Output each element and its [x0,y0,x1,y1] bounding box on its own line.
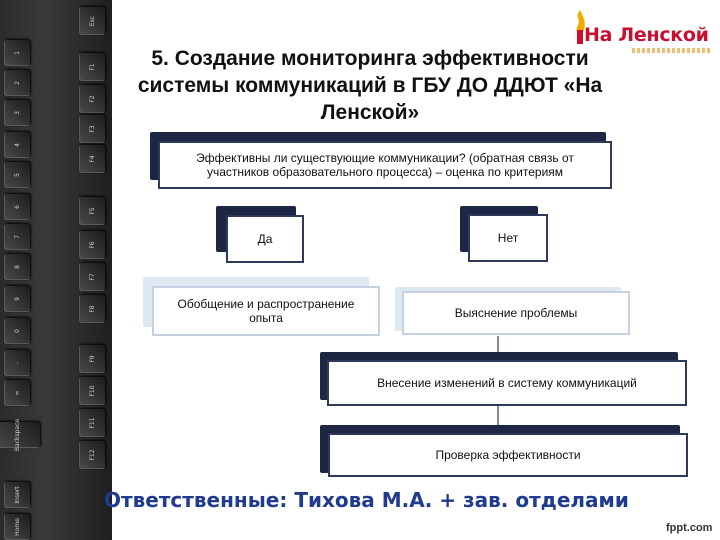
slide-title: 5. Создание мониторинга эффективности си… [137,47,603,124]
keyboard-key: F7 [79,263,105,291]
keyboard-key: Home [4,514,30,540]
keyboard-key: F1 [79,53,105,81]
keyboard-key: F12 [79,441,105,469]
yes-box: Да [226,215,304,263]
check-box: Проверка эффективности [328,433,688,477]
keyboard-key: 6 [4,194,30,220]
keyboard-key: 9 [4,286,30,312]
keyboard-key: F4 [79,145,105,173]
keyboard-key: 4 [4,132,30,158]
keyboard-key: 2 [4,70,30,96]
logo-text: На Ленской [584,24,709,46]
keyboard-key: F9 [79,345,105,373]
flame-icon [576,10,585,44]
logo: На Ленской [572,10,718,56]
keyboard-key: F6 [79,231,105,259]
connector-line [497,336,499,360]
keyboard-key: Esc [79,7,105,35]
keyboard-key: Insert [4,482,30,508]
keyboard-key: 7 [4,224,30,250]
no-box: Нет [468,214,548,262]
change-box: Внесение изменений в систему коммуникаци… [327,360,687,406]
keyboard-key: 1 [4,40,30,66]
keyboard-background: Esc 1 F1 2 F2 3 F3 4 F4 5 F5 6 F6 7 F7 8… [0,0,112,540]
keyboard-key: 8 [4,254,30,280]
footer-brand: fppt.com [666,522,713,534]
logo-decoration [632,48,712,53]
keyboard-key: F2 [79,85,105,113]
keyboard-key: = [4,380,30,406]
responsible-text: Ответственные: Тихова М.А. + зав. отдела… [104,488,629,512]
question-box: Эффективны ли существующие коммуникации?… [158,141,612,189]
keyboard-key: F8 [79,295,105,323]
connector-line [497,406,499,433]
keyboard-key: F5 [79,197,105,225]
keyboard-key: - [4,350,30,376]
yes-action-box: Обобщение и распространение опыта [152,286,380,336]
keyboard-key: F10 [79,377,105,405]
keyboard-key: F11 [79,409,105,437]
keyboard-key: 0 [4,318,30,344]
keyboard-key: Backspace [0,419,40,451]
keyboard-key: 3 [4,100,30,126]
keyboard-key: F3 [79,115,105,143]
no-action-box: Выяснение проблемы [402,291,630,335]
keyboard-key: 5 [4,162,30,188]
